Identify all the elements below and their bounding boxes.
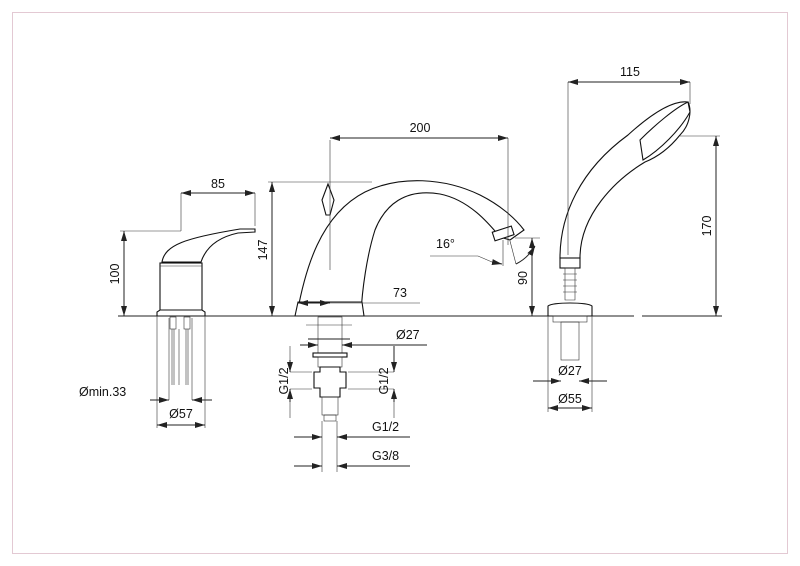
svg-text:Ø27: Ø27	[396, 328, 420, 342]
svg-text:147: 147	[256, 240, 270, 261]
svg-text:90: 90	[516, 271, 530, 285]
svg-text:16°: 16°	[436, 237, 455, 251]
svg-text:Ø27: Ø27	[558, 364, 582, 378]
svg-text:170: 170	[700, 216, 714, 237]
dim-thread-right: G1/2	[348, 346, 397, 418]
dim-spout-angle: 16°	[430, 237, 536, 266]
hand-shower-drawing	[547, 101, 691, 361]
dim-thread-left: G1/2	[277, 346, 312, 418]
dim-spout-reach: 200	[330, 121, 509, 245]
svg-text:100: 100	[108, 264, 122, 285]
svg-text:200: 200	[410, 121, 431, 135]
svg-text:73: 73	[393, 286, 407, 300]
dim-shower-reach: 115	[567, 65, 691, 255]
dim-spout-shank: Ø27	[300, 328, 427, 348]
dim-shower-height: 170	[680, 135, 720, 316]
drawing-frame	[12, 12, 788, 554]
svg-text:G3/8: G3/8	[372, 449, 399, 463]
dim-thread-inlet: G1/2	[294, 420, 410, 440]
dim-lever-width: 85	[180, 177, 256, 231]
spout-shank-drawing	[306, 316, 352, 472]
svg-text:85: 85	[211, 177, 225, 191]
dim-spout-base: 73	[298, 286, 420, 306]
dim-spout-height: 147	[256, 181, 372, 316]
svg-text:G1/2: G1/2	[372, 420, 399, 434]
dim-min-hole: Ømin.33	[79, 316, 212, 428]
svg-text:Ø57: Ø57	[169, 407, 193, 421]
dim-shower-shank: Ø27	[533, 316, 607, 412]
svg-text:G1/2: G1/2	[277, 367, 291, 394]
spout-drawing	[294, 140, 525, 317]
dim-shower-base: Ø55	[548, 392, 592, 411]
svg-text:Ø55: Ø55	[558, 392, 582, 406]
svg-text:Ømin.33: Ømin.33	[79, 385, 126, 399]
dim-outlet-height: 90	[515, 237, 540, 316]
svg-text:G1/2: G1/2	[377, 367, 391, 394]
dim-lever-height: 100	[108, 230, 181, 316]
svg-text:115: 115	[620, 65, 640, 79]
dim-thread-outlet: G3/8	[294, 449, 410, 469]
dim-lever-base: Ø57	[157, 407, 205, 428]
mixer-lever-drawing	[156, 228, 256, 385]
